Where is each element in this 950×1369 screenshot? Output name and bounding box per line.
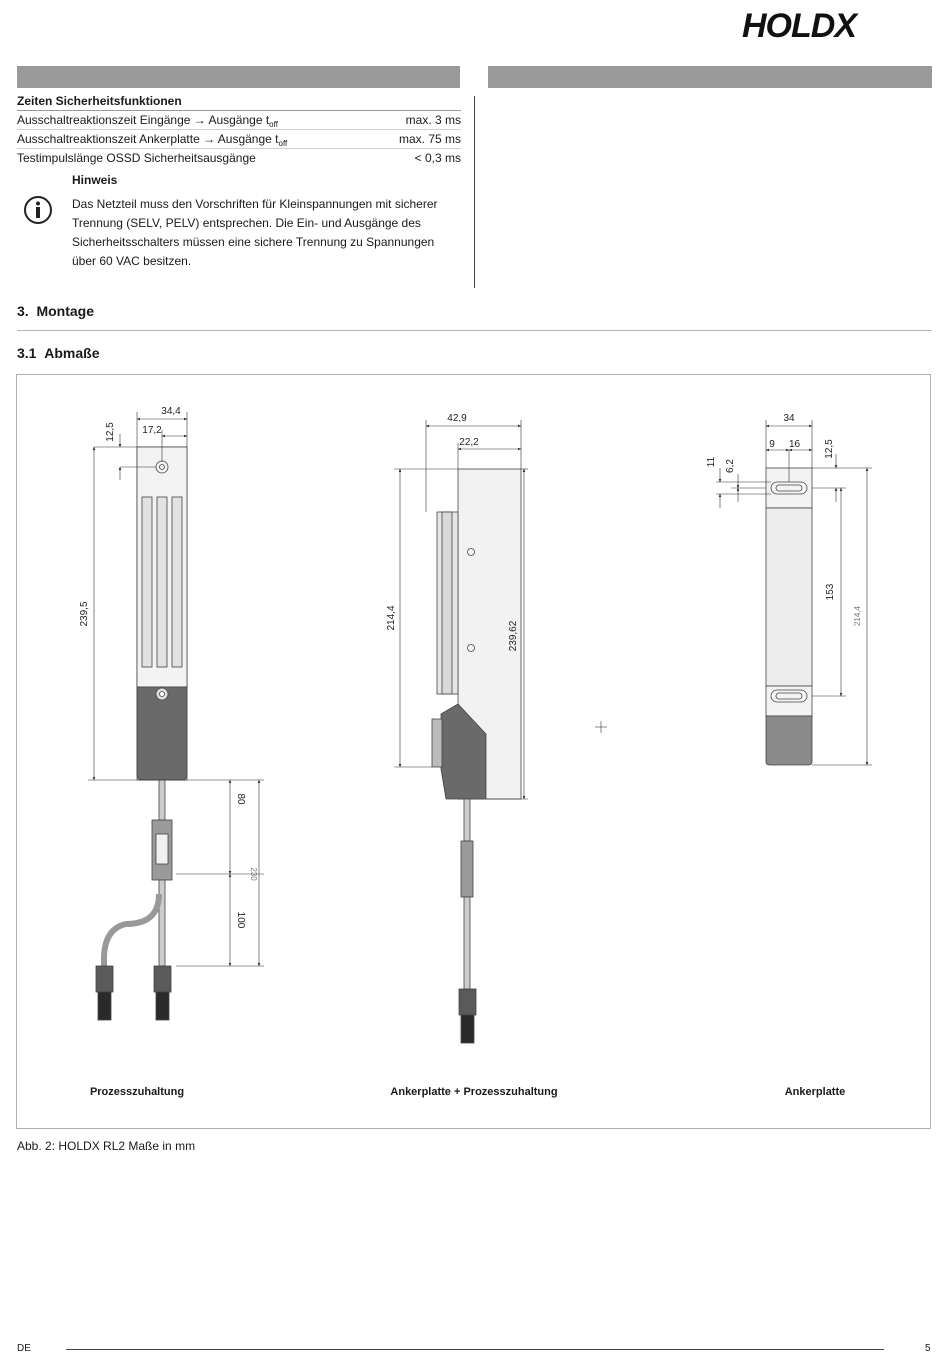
dim-label: 6,2 [725, 459, 736, 473]
section-title: Montage [36, 303, 95, 319]
footer-language: DE [17, 1343, 31, 1354]
note-title: Hinweis [72, 173, 118, 187]
dim-label: 17,2 [142, 425, 162, 436]
dim-label: 153 [825, 583, 836, 600]
caption-ankerplatte-prozesszuhaltung: Ankerplatte + Prozesszuhaltung [390, 1086, 558, 1098]
figure-caption: Abb. 2: HOLDX RL2 Maße in mm [17, 1139, 196, 1153]
dim-label: 12,5 [105, 422, 116, 442]
holdx-logo: HOLDX [742, 7, 860, 45]
dim-label: 11 [706, 456, 717, 467]
footer-rule [66, 1349, 884, 1350]
dim-label: 214,4 [386, 605, 397, 630]
row-sub: off [278, 139, 288, 148]
dim-label: 9 [769, 439, 775, 450]
subsection-number: 3.1 [17, 345, 37, 361]
row-value: < 0,3 ms [414, 151, 461, 165]
dim-label: 214,4 [853, 605, 862, 626]
dim-label: 80 [235, 793, 246, 805]
figure-frame [16, 374, 931, 1129]
row-label: Ausschaltreaktionszeit Ankerplatte → Aus… [17, 132, 279, 146]
dimensions-ankerplatte [716, 420, 872, 766]
table-title: Zeiten Sicherheitsfunktionen [17, 93, 461, 111]
dim-label: 42,9 [447, 413, 467, 424]
note-text: Das Netzteil muss den Vorschriften für K… [72, 197, 438, 268]
row-label: Testimpulslänge OSSD Sicherheitsausgänge [17, 151, 256, 165]
column-divider [474, 96, 475, 288]
table-row: Ausschaltreaktionszeit Eingänge → Ausgän… [17, 111, 461, 130]
dim-label: 34,4 [161, 406, 181, 417]
section-heading: 3. Montage [17, 303, 94, 319]
dim-label: 16 [789, 439, 801, 450]
dim-label: 34 [783, 413, 795, 424]
section-number: 3. [17, 303, 29, 319]
logo-text: HOLDX [742, 7, 859, 45]
dim-label: 100 [235, 912, 246, 929]
safety-times-table: Zeiten Sicherheitsfunktionen Ausschaltre… [17, 93, 461, 167]
dimension-drawing: 34,4 17,2 12,5 239,5 80 230 100 42,9 22,… [79, 406, 872, 1044]
row-label: Ausschaltreaktionszeit Eingänge → Ausgän… [17, 113, 270, 127]
table-row: Testimpulslänge OSSD Sicherheitsausgänge… [17, 149, 461, 167]
subsection-title: Abmaße [44, 345, 100, 361]
header-bar-left [17, 66, 460, 88]
footer-page-number: 5 [925, 1343, 931, 1354]
device-ankerplatte [765, 467, 813, 766]
section-rule [17, 330, 932, 331]
device-ankerplatte-prozesszuhaltung [431, 468, 522, 1044]
caption-ankerplatte: Ankerplatte [784, 1086, 846, 1098]
row-value: max. 3 ms [405, 113, 461, 127]
dim-label: 230 [249, 867, 258, 881]
dimensions-ankerplatte-prozesszuhaltung [394, 420, 528, 800]
row-sub: off [269, 120, 278, 129]
device-prozesszuhaltung [95, 446, 188, 1021]
dim-label: 22,2 [459, 437, 479, 448]
dim-label: 12,5 [824, 439, 835, 459]
header-bar-right [488, 66, 932, 88]
subsection-heading: 3.1 Abmaße [17, 345, 99, 361]
caption-prozesszuhaltung: Prozesszuhaltung [89, 1086, 185, 1098]
info-icon [24, 196, 52, 224]
dim-label: 239,62 [508, 620, 519, 651]
dim-label: 239,5 [79, 601, 90, 626]
row-value: max. 75 ms [398, 132, 461, 146]
center-mark [595, 721, 607, 733]
dimensions-prozesszuhaltung [88, 412, 264, 967]
table-row: Ausschaltreaktionszeit Ankerplatte → Aus… [17, 130, 461, 149]
